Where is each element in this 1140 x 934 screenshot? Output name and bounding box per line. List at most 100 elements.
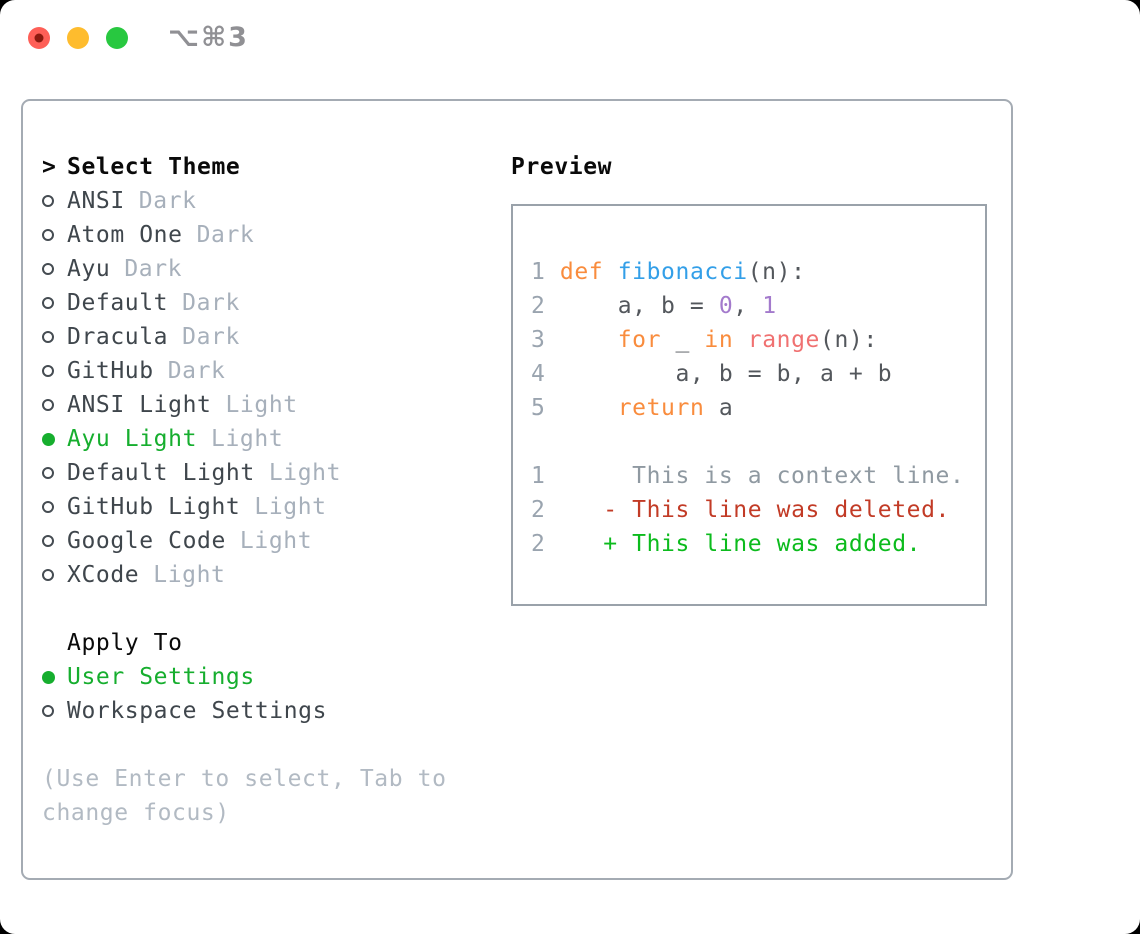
apply-option-user-settings[interactable]: User Settings <box>42 660 511 694</box>
zoom-button[interactable] <box>106 26 128 49</box>
theme-item-label: Ayu <box>67 256 111 282</box>
radio-icon <box>42 184 67 218</box>
radio-circle <box>42 331 54 343</box>
diff-line-added: 2 + This line was added. <box>531 527 985 561</box>
code-segment: range <box>747 327 820 353</box>
theme-item-label: ANSI <box>67 188 125 214</box>
code-segment: + This line was added. <box>603 531 922 557</box>
code-segment <box>733 327 747 353</box>
code-segment <box>545 463 632 489</box>
apply-option-label: Workspace Settings <box>67 698 328 724</box>
select-theme-title: Select Theme <box>67 154 241 180</box>
code-segment: - This line was deleted. <box>603 497 950 523</box>
code-line-2: 2 a, b = 0, 1 <box>531 289 985 323</box>
radio-icon <box>42 490 67 524</box>
titlebar: ⌥⌘3 <box>0 0 1140 75</box>
code-segment: a, b = <box>559 293 719 319</box>
theme-variant-tag: Light <box>153 562 226 588</box>
preview-title: Preview <box>511 154 613 180</box>
code-segment: , <box>733 293 763 319</box>
theme-item-xcode[interactable]: XCode Light <box>42 558 511 592</box>
code-line-4: 4 a, b = b, a + b <box>531 357 985 391</box>
traffic-lights <box>28 26 128 49</box>
code-segment: 3 <box>531 327 560 353</box>
selected-radio-icon <box>42 422 67 456</box>
code-segment <box>560 327 618 353</box>
code-segment <box>545 531 603 557</box>
close-button[interactable] <box>28 26 50 49</box>
apply-to-title: Apply To <box>67 630 183 656</box>
radio-circle <box>42 263 54 275</box>
code-segment: (n): <box>820 327 878 353</box>
diff-line-context: 1 This is a context line. <box>531 459 985 493</box>
radio-icon <box>42 456 67 490</box>
theme-item-ayu[interactable]: Ayu Dark <box>42 252 511 286</box>
selected-radio-icon <box>42 660 67 694</box>
apply-to-header: Apply To <box>42 626 511 660</box>
code-segment: in <box>704 327 734 353</box>
theme-item-label: Default Light <box>67 460 255 486</box>
theme-variant-tag: Dark <box>124 256 183 282</box>
code-segment: 4 <box>531 361 560 387</box>
radio-circle <box>42 365 54 377</box>
apply-option-workspace-settings[interactable]: Workspace Settings <box>42 694 511 728</box>
code-segment: a <box>704 395 734 421</box>
code-segment: 0 <box>718 293 734 319</box>
theme-variant-tag: Light <box>254 494 327 520</box>
theme-variant-tag: Light <box>239 528 313 554</box>
theme-item-label: GitHub Light <box>67 494 241 520</box>
code-segment: 1 <box>531 463 546 489</box>
code-segment: return <box>617 395 705 421</box>
theme-variant-tag: Dark <box>196 222 255 248</box>
radio-icon <box>42 286 67 320</box>
theme-item-default-light[interactable]: Default Light Light <box>42 456 511 490</box>
theme-item-label: XCode <box>67 562 140 588</box>
theme-variant-tag: Light <box>268 460 342 486</box>
close-button-dot <box>34 33 44 42</box>
code-segment: 1 <box>531 259 560 285</box>
radio-icon <box>42 694 67 728</box>
radio-icon <box>42 524 67 558</box>
theme-item-label: Default <box>67 290 169 316</box>
theme-item-label: Google Code <box>67 528 226 554</box>
minimize-button[interactable] <box>67 26 89 49</box>
apply-option-label: User Settings <box>67 664 255 690</box>
radio-circle <box>42 569 54 581</box>
code-segment: 1 <box>762 293 777 319</box>
code-line-1: 1 def fibonacci(n): <box>531 255 985 289</box>
radio-circle <box>42 195 54 207</box>
radio-icon <box>42 218 67 252</box>
radio-icon <box>42 252 67 286</box>
radio-icon <box>42 388 67 422</box>
diff-line-deleted: 2 - This line was deleted. <box>531 493 985 527</box>
radio-circle <box>42 501 54 513</box>
code-segment: a, b = b, a + b <box>559 361 893 387</box>
code-segment <box>545 497 603 523</box>
theme-variant-tag: Light <box>225 392 298 418</box>
theme-variant-tag: Light <box>211 426 284 452</box>
radio-circle <box>42 467 54 479</box>
theme-variant-tag: Dark <box>182 324 240 350</box>
cursor-icon: > <box>42 154 57 180</box>
radio-circle <box>42 670 55 684</box>
radio-circle <box>42 432 55 446</box>
code-segment: def <box>559 259 618 285</box>
radio-circle <box>42 297 54 309</box>
code-segment <box>560 395 618 421</box>
code-segment: 2 <box>531 531 546 557</box>
theme-item-google-code[interactable]: Google Code Light <box>42 524 511 558</box>
theme-item-github-light[interactable]: GitHub Light Light <box>42 490 511 524</box>
